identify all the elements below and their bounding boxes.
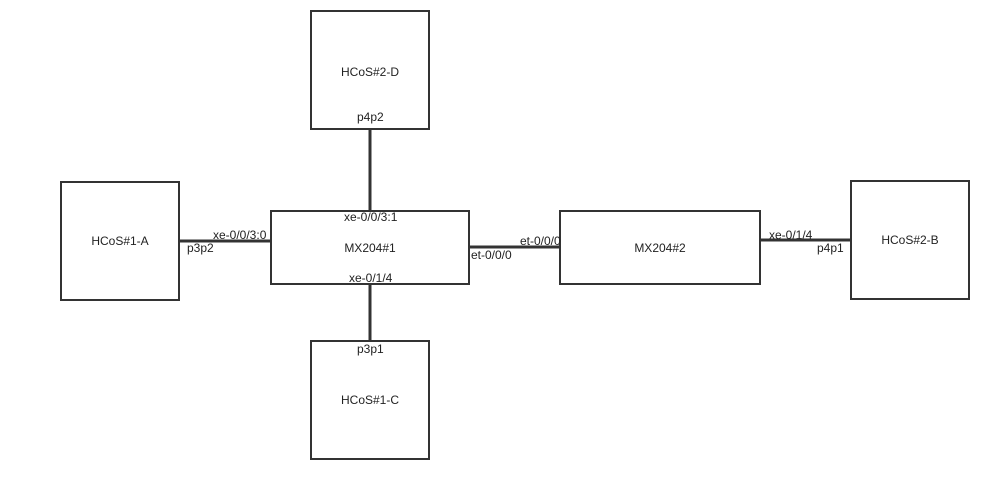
port-label-mx1-right: et-0/0/0 xyxy=(471,248,512,262)
port-label-mx1-top: xe-0/0/3:1 xyxy=(344,210,398,224)
port-label-hcos2d-p4p2: p4p2 xyxy=(357,110,384,124)
node-hcos2-b[interactable]: HCoS#2-B xyxy=(850,180,970,300)
node-mx204-1-label: MX204#1 xyxy=(344,240,396,255)
node-mx204-1[interactable]: MX204#1 xyxy=(270,210,470,285)
node-hcos1-a-label: HCoS#1-A xyxy=(91,234,149,248)
port-label-mx1-bottom: xe-0/1/4 xyxy=(349,271,393,285)
node-hcos2-b-label: HCoS#2-B xyxy=(881,233,939,247)
port-label-mx2-right: xe-0/1/4 xyxy=(769,228,813,242)
port-label-hcos2b-p4p1: p4p1 xyxy=(817,241,844,255)
node-mx204-2[interactable]: MX204#2 xyxy=(559,210,761,285)
node-hcos2-d-label: HCoS#2-D xyxy=(340,65,400,79)
node-hcos1-c-label: HCoS#1-C xyxy=(340,393,400,407)
port-label-mx1-left: xe-0/0/3:0 xyxy=(213,228,267,242)
node-hcos1-a[interactable]: HCoS#1-A xyxy=(60,181,180,301)
node-hcos1-c[interactable]: HCoS#1-C xyxy=(310,340,430,460)
node-mx204-2-label: MX204#2 xyxy=(634,240,686,255)
port-label-hcos1c-p3p1: p3p1 xyxy=(357,342,384,356)
port-label-mx2-left: et-0/0/0 xyxy=(520,234,561,248)
port-label-hcos1a-p3p2: p3p2 xyxy=(187,241,214,255)
